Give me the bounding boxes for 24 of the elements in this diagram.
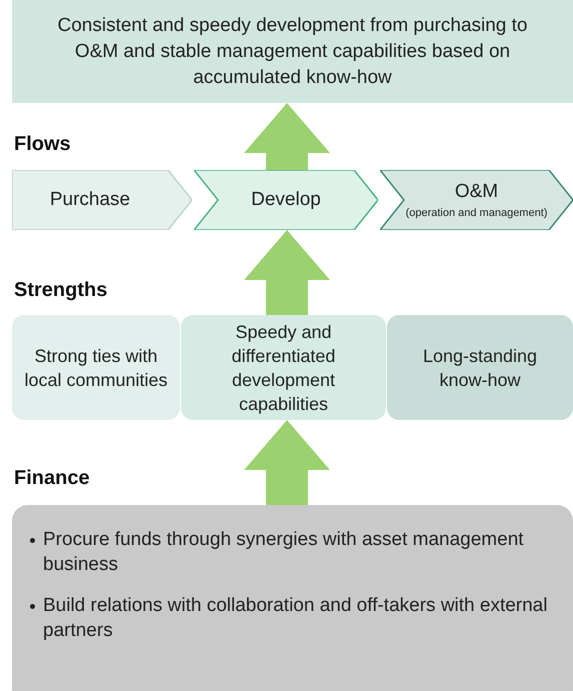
strength-text: Strong ties with local communities	[23, 344, 169, 392]
strength-box	[387, 315, 573, 420]
bullet-text: Build relations with collaboration and off-takers with external partners	[43, 594, 548, 643]
block-arrow	[244, 420, 330, 505]
strength-text: Speedy and differentiated development capabilities	[230, 320, 336, 416]
step-label: Develop	[251, 188, 321, 212]
finance-box	[12, 505, 573, 691]
process-step	[380, 170, 573, 230]
bullet-text: Procure funds through synergies with asset management business	[43, 528, 525, 577]
process-step	[194, 170, 378, 230]
goal-text: Consistent and speedy development from purchasing to O&M and stable management capabilities based on accumulated know-how	[56, 14, 528, 90]
section-heading: Strengths	[14, 279, 108, 302]
section-heading: Flows	[14, 133, 71, 156]
goal-box	[12, 0, 573, 103]
strength-box	[12, 315, 180, 420]
step-label: Purchase	[50, 188, 130, 212]
strength-text: Long-standing know-how	[422, 344, 538, 392]
step-subtitle: (operation and management)	[406, 206, 548, 221]
step-label: O&M	[454, 180, 498, 204]
section-heading: Finance	[14, 467, 90, 490]
block-arrow	[244, 103, 330, 170]
strength-box	[181, 315, 386, 420]
block-arrow	[244, 230, 330, 315]
process-step	[12, 170, 192, 230]
